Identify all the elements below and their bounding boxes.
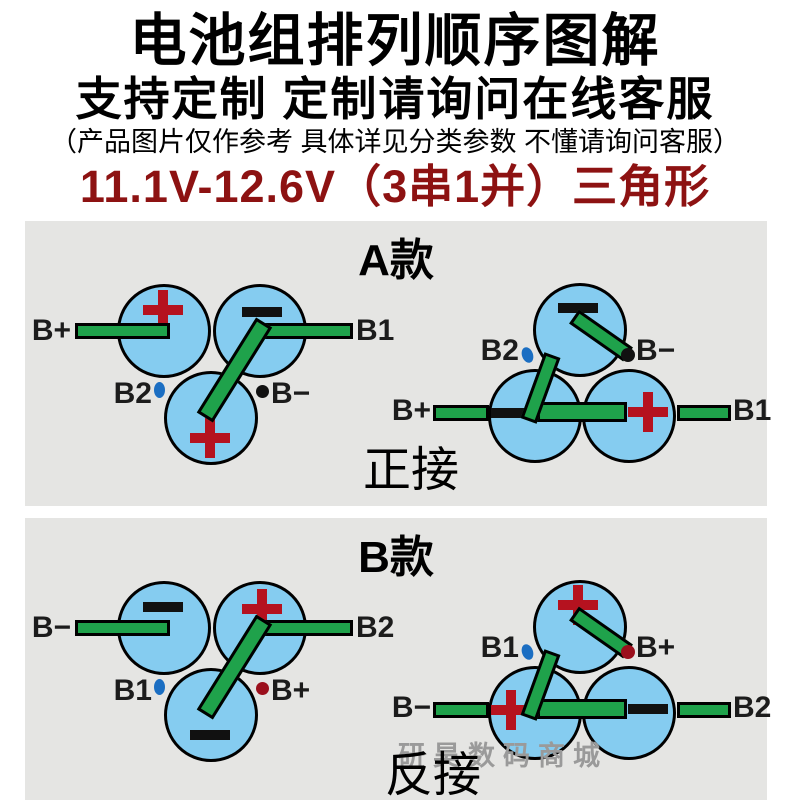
terminal-label: B2 [113, 377, 152, 410]
polarity-symbol [557, 287, 599, 329]
nickel-strip [537, 402, 627, 422]
terminal-dot [519, 345, 536, 365]
disclaimer-note: （产品图片仅作参考 具体详见分类参数 不懂请询问客服） [49, 127, 740, 157]
section-a-panel: A款 B+ B1 B2 B− [25, 221, 771, 506]
polarity-symbol [490, 392, 532, 434]
polarity-symbol [490, 689, 532, 731]
diagram-a-left: B+ B1 B2 B− [25, 221, 767, 506]
terminal-label: B2 [733, 691, 772, 724]
customization-subtitle: 支持定制 定制请询问在线客服 [75, 73, 715, 125]
terminal-label: B2 [356, 611, 395, 644]
terminal-label: B+ [31, 314, 71, 347]
terminal-label: B1 [480, 631, 519, 664]
nickel-strip [75, 323, 170, 339]
polarity-symbol [627, 391, 669, 433]
section-b-panel: B款 B− B2 B1 B+ [25, 518, 771, 802]
terminal-label: B− [31, 611, 71, 644]
terminal-label: B+ [271, 674, 311, 707]
nickel-strip [677, 405, 731, 421]
terminal-dot [621, 348, 635, 362]
diagram-b-right: B1 B+ B− B2 [25, 518, 771, 800]
terminal-dot [256, 682, 269, 695]
page-title: 电池组排列顺序图解 [129, 9, 661, 73]
section-a-label: A款 [358, 236, 434, 285]
terminal-dot [519, 642, 536, 662]
voltage-spec: 11.1V-12.6V（3串1并）三角形 [79, 161, 711, 212]
terminal-dot [256, 385, 269, 398]
polarity-symbol [142, 586, 184, 628]
polarity-symbol [189, 417, 231, 459]
polarity-symbol [189, 714, 231, 756]
terminal-label: B− [391, 691, 431, 724]
terminal-label: B− [636, 334, 676, 367]
terminal-label: B1 [113, 674, 152, 707]
nickel-strip [257, 323, 353, 339]
nickel-strip [75, 620, 170, 636]
nickel-strip [677, 702, 731, 718]
polarity-symbol [241, 291, 283, 333]
diagram-b-left: B− B2 B1 B+ [25, 518, 767, 800]
nickel-strip [537, 699, 627, 719]
polarity-symbol [142, 289, 184, 331]
nickel-strip [257, 620, 353, 636]
terminal-label: B− [271, 377, 311, 410]
polarity-symbol [627, 688, 669, 730]
terminal-label: B1 [356, 314, 395, 347]
polarity-symbol [241, 588, 283, 630]
battery-cell [164, 668, 258, 762]
section-b-label: B款 [358, 533, 434, 582]
connection-type-caption: 正接 [363, 444, 460, 497]
store-watermark: 研昊数码商城 [398, 741, 608, 771]
nickel-strip [433, 702, 489, 718]
connection-type-caption: 反接 [385, 749, 482, 802]
terminal-label: B+ [391, 394, 431, 427]
terminal-label: B+ [636, 631, 676, 664]
terminal-dot [154, 679, 165, 695]
terminal-dot [154, 382, 165, 398]
nickel-strip [433, 405, 489, 421]
polarity-symbol [557, 584, 599, 626]
diagram-a-right: B2 B− B+ B1 [25, 221, 771, 506]
terminal-label: B1 [733, 394, 772, 427]
terminal-label: B2 [480, 334, 519, 367]
terminal-dot [621, 645, 635, 659]
